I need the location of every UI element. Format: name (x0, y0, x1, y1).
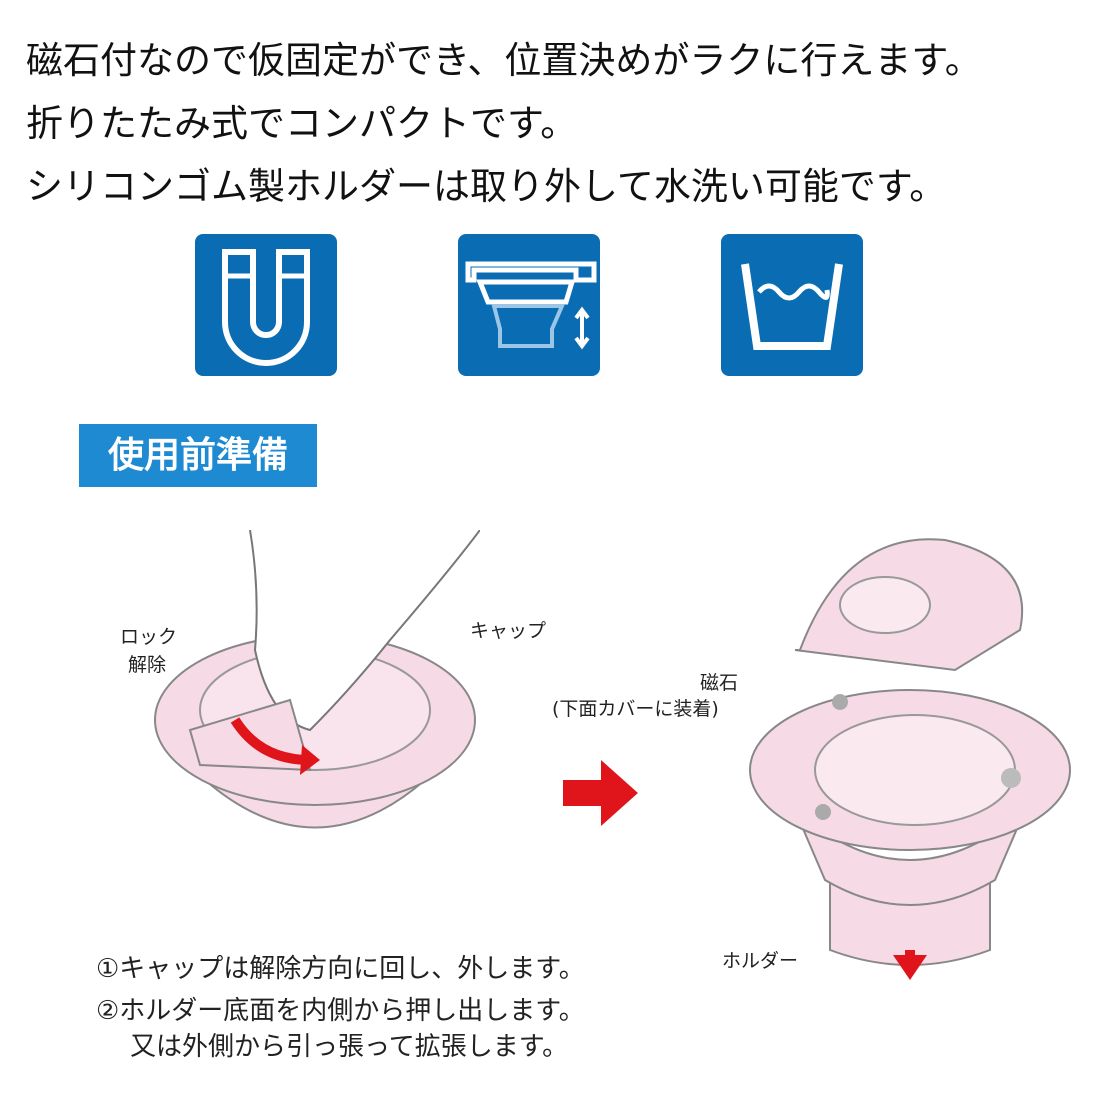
step-2-alt: 又は外側から引っ張って拡張します。 (130, 1032, 569, 1062)
step-1: ①キャップは解除方向に回し、外します。 (96, 954, 585, 984)
right-arrow-icon (563, 760, 638, 826)
magnet-label: 磁石 (700, 672, 739, 694)
feature-line-3: シリコンゴム製ホルダーは取り外して水洗い可能です。 (26, 165, 947, 208)
magnet-icon (195, 234, 337, 376)
magnet-note-label: (下面カバーに装着) (552, 698, 719, 720)
holder-label: ホルダー (722, 950, 799, 972)
lock-release-label-2: 解除 (128, 654, 167, 676)
section-title: 使用前準備 (79, 424, 317, 487)
step-2: ②ホルダー底面を内側から押し出します。 (96, 996, 585, 1026)
cap-removal-illustration (154, 530, 480, 829)
feature-line-2: 折りたたみ式でコンパクトです。 (26, 102, 578, 145)
collapsible-icon (458, 234, 600, 376)
lock-release-label-1: ロック (120, 626, 178, 648)
cap-label: キャップ (470, 620, 547, 642)
washable-icon (721, 234, 863, 376)
feature-line-1: 磁石付なので仮固定ができ、位置決めがラクに行えます。 (26, 39, 982, 82)
holder-extended-illustration (749, 538, 1071, 980)
